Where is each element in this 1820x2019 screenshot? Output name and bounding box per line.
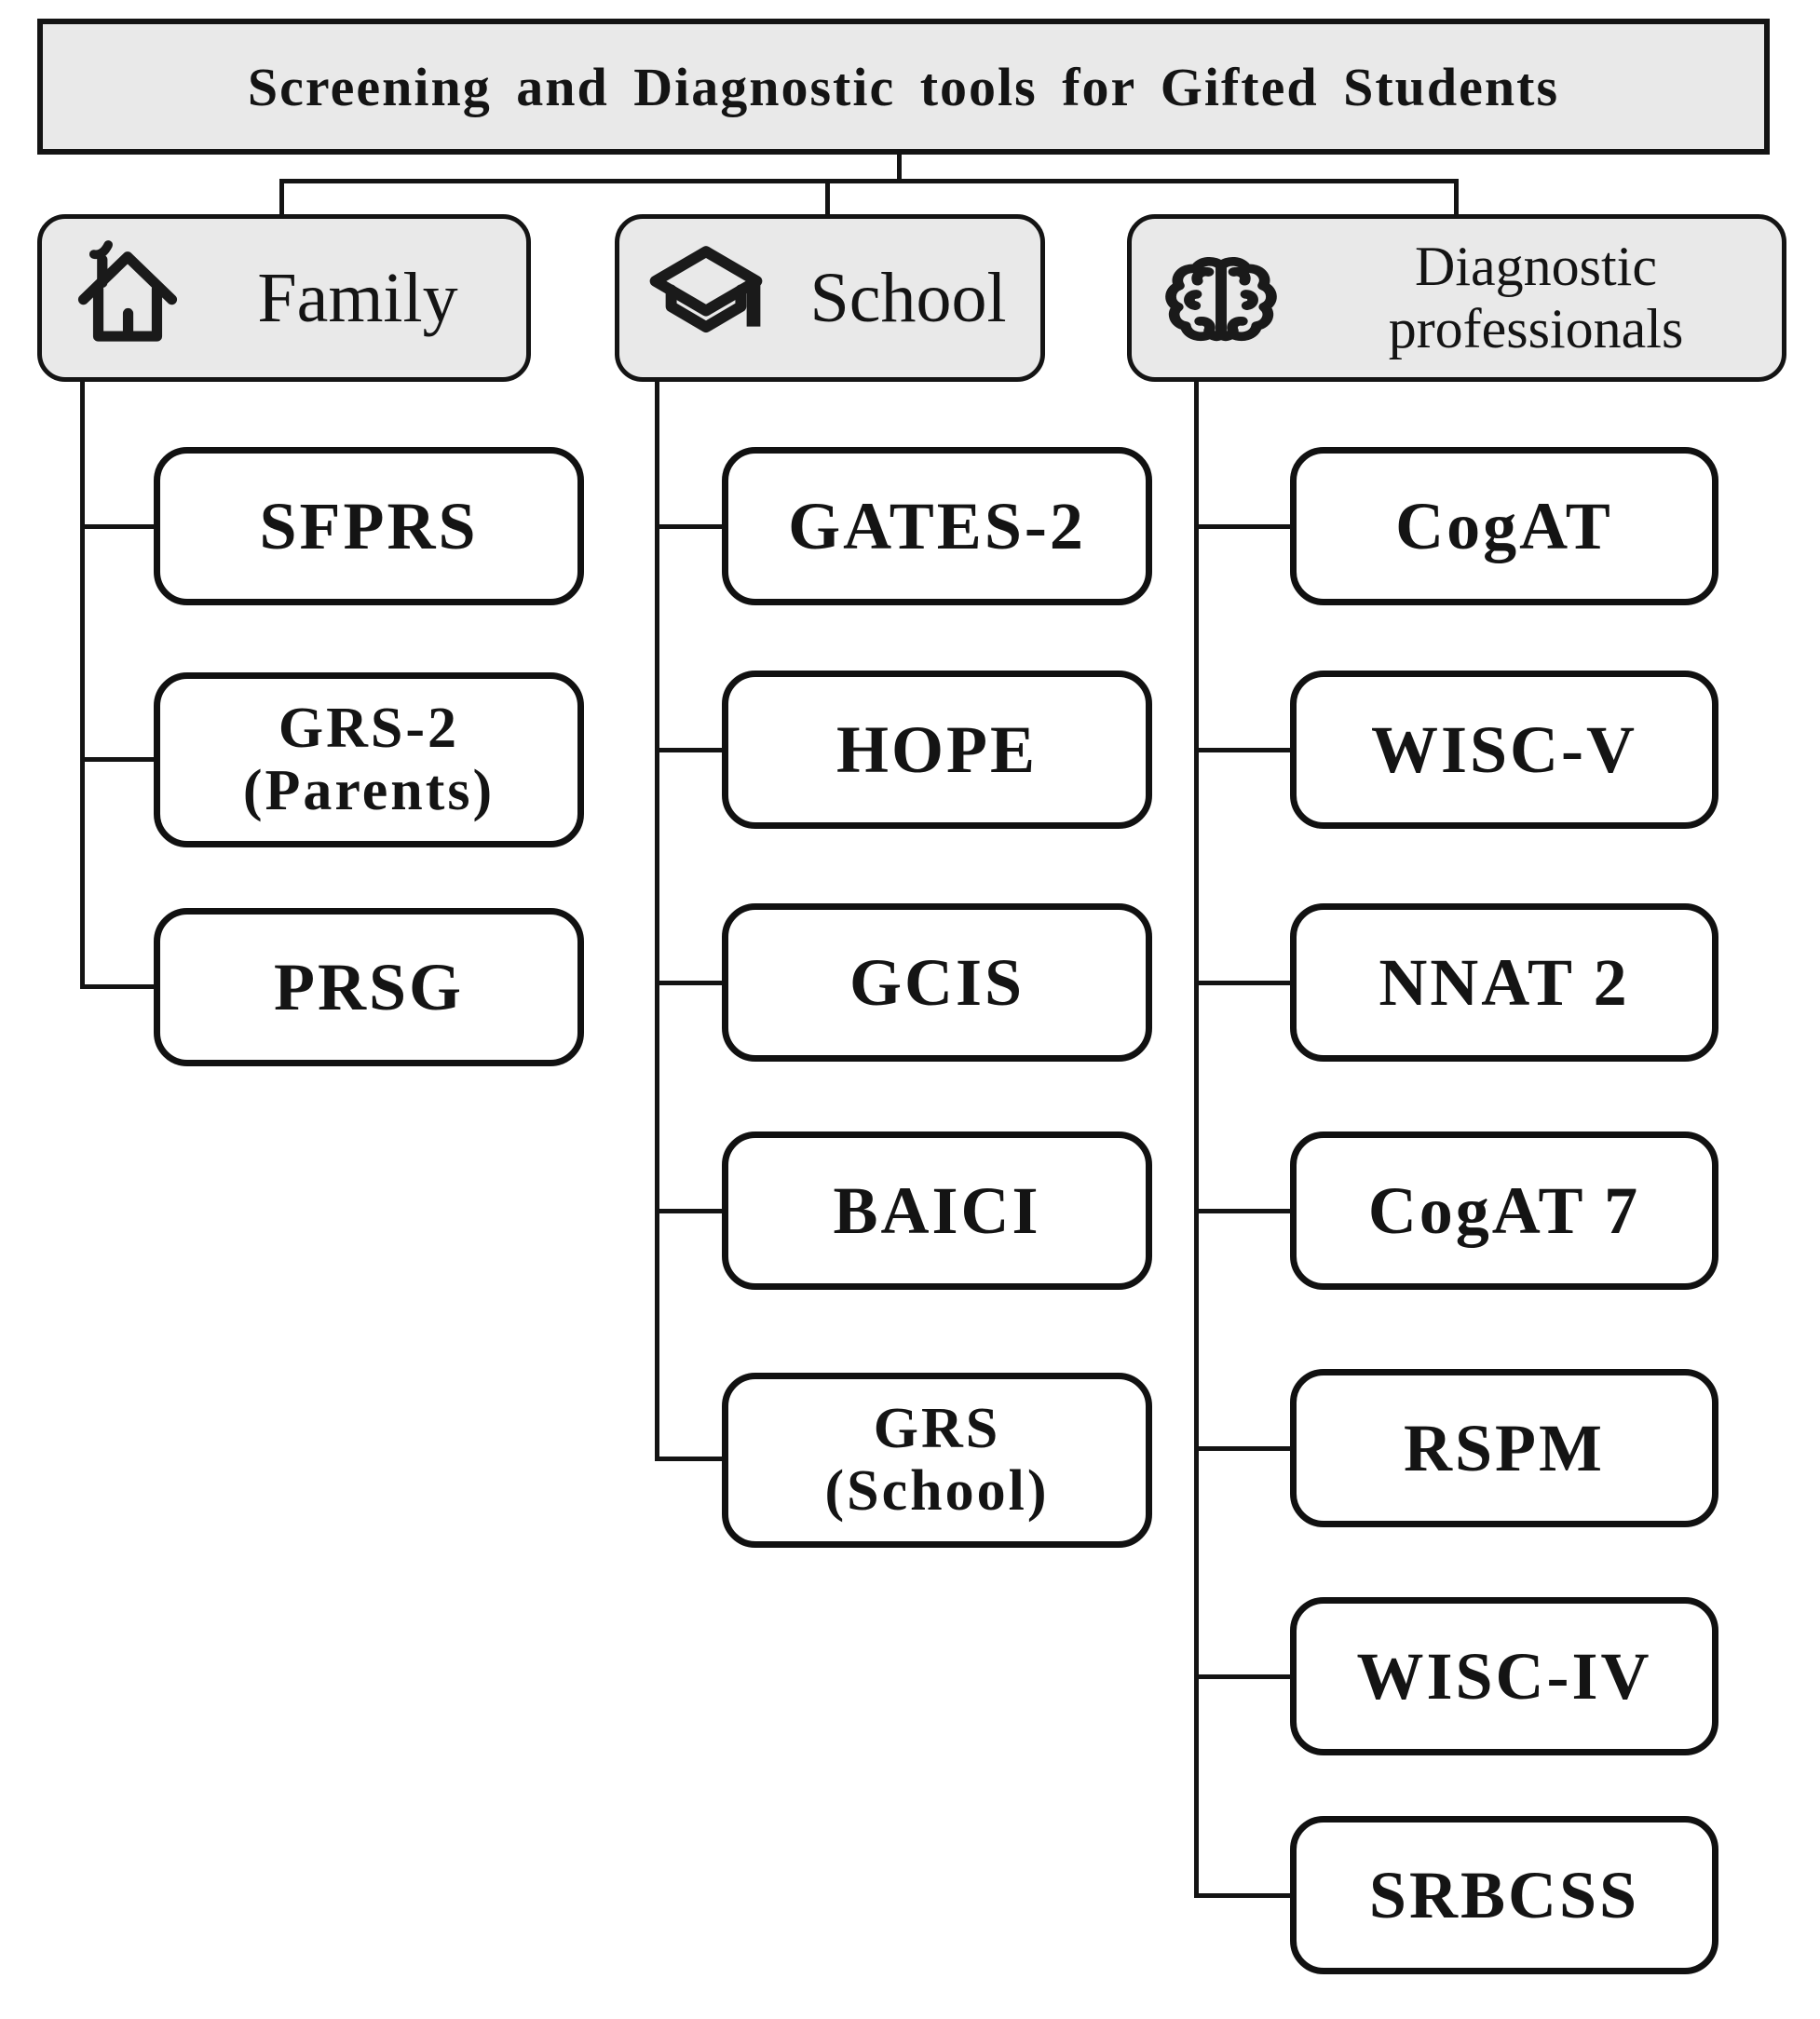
node-srbcss: SRBCSS [1290, 1816, 1718, 1974]
node-label: WISC-IV [1356, 1639, 1652, 1714]
connector-root-stem [897, 153, 902, 183]
node-label: GCIS [849, 945, 1025, 1020]
branch-diagnostic-label: Diagnostic professionals [1290, 236, 1782, 360]
house-icon [77, 240, 178, 342]
connector-branch [655, 524, 725, 529]
node-label: WISC-V [1370, 712, 1638, 787]
connector-branch [1194, 981, 1293, 985]
node-rspm: RSPM [1290, 1369, 1718, 1527]
node-label: RSPM [1404, 1411, 1605, 1485]
connector-branch [1194, 524, 1293, 529]
branch-family-label: Family [257, 259, 458, 337]
node-baici: BAICI [722, 1131, 1152, 1290]
branch-diagnostic-label-line2: professionals [1388, 298, 1684, 359]
connector-branch [80, 757, 156, 762]
node-label-line2: (School) [824, 1459, 1050, 1523]
node-cogat-7: CogAT 7 [1290, 1131, 1718, 1290]
node-grs-school: GRS (School) [722, 1373, 1152, 1548]
diagram-title: Screening and Diagnostic tools for Gifte… [247, 56, 1560, 117]
node-prsg: PRSG [154, 908, 584, 1066]
node-label-line2: (Parents) [242, 759, 496, 822]
connector-trunk-school [655, 380, 659, 1461]
node-label-line1: GRS-2 [278, 697, 460, 761]
connector-branch [655, 1457, 725, 1461]
node-label-line1: GRS [873, 1397, 1001, 1461]
connector-branch [80, 524, 156, 529]
graduation-cap-icon [649, 246, 763, 333]
branch-diagnostic: Diagnostic professionals [1127, 214, 1786, 382]
branch-school-label: School [809, 259, 1007, 337]
node-label: PRSG [273, 950, 465, 1024]
connector-branch [655, 1209, 725, 1213]
node-label: SRBCSS [1368, 1858, 1640, 1932]
node-sfprs: SFPRS [154, 447, 584, 605]
brain-icon [1165, 257, 1277, 342]
connector-trunk-diagnostic [1194, 380, 1199, 1898]
connector-trunk-family [80, 380, 85, 989]
node-label: HOPE [835, 712, 1038, 787]
node-grs2-parents: GRS-2 (Parents) [154, 672, 584, 847]
connector-stub-family [279, 179, 284, 216]
connector-branch [80, 984, 156, 989]
node-gcis: GCIS [722, 903, 1152, 1062]
connector-branch [655, 981, 725, 985]
branch-family: Family [37, 214, 531, 382]
branch-diagnostic-label-line1: Diagnostic [1415, 235, 1657, 297]
connector-stub-school [825, 179, 830, 216]
node-cogat: CogAT [1290, 447, 1718, 605]
node-label: NNAT 2 [1379, 945, 1630, 1020]
node-label: CogAT [1395, 489, 1613, 563]
node-gates-2: GATES-2 [722, 447, 1152, 605]
connector-branch [1194, 1893, 1293, 1898]
connector-branch [655, 748, 725, 752]
node-label: SFPRS [259, 489, 479, 563]
node-nnat-2: NNAT 2 [1290, 903, 1718, 1062]
connector-branch [1194, 1209, 1293, 1213]
node-label: BAICI [833, 1173, 1041, 1248]
node-wisc-iv: WISC-IV [1290, 1597, 1718, 1755]
node-label: CogAT 7 [1367, 1173, 1641, 1248]
connector-branch [1194, 1674, 1293, 1679]
connector-branch [1194, 1446, 1293, 1451]
branch-school: School [615, 214, 1045, 382]
connector-top-rail [279, 179, 1459, 183]
node-wisc-v: WISC-V [1290, 671, 1718, 829]
connector-branch [1194, 748, 1293, 752]
node-label: GATES-2 [788, 489, 1086, 563]
connector-stub-diagnostic [1454, 179, 1459, 216]
root-node: Screening and Diagnostic tools for Gifte… [37, 19, 1770, 155]
node-hope: HOPE [722, 671, 1152, 829]
